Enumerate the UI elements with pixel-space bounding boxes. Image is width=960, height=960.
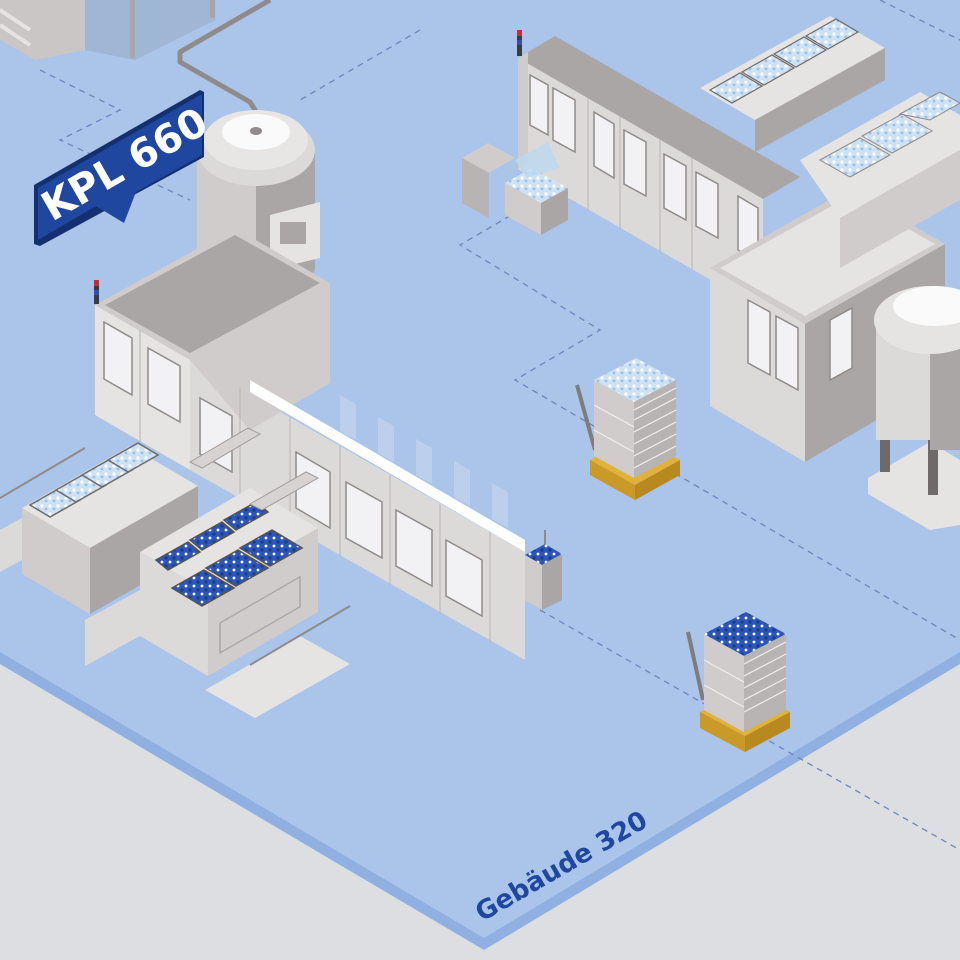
stair-structure <box>0 0 215 60</box>
dashed-path <box>39 0 960 851</box>
line-left-enclosure <box>94 228 525 660</box>
carts-right <box>462 142 568 235</box>
tray-station-upper <box>700 16 960 268</box>
cart-blue <box>525 530 562 610</box>
pallet-light <box>575 358 680 500</box>
tank-right <box>868 286 960 530</box>
pallet-blue <box>686 612 790 752</box>
tray-station-blue <box>85 488 351 718</box>
conveyor <box>188 427 320 511</box>
